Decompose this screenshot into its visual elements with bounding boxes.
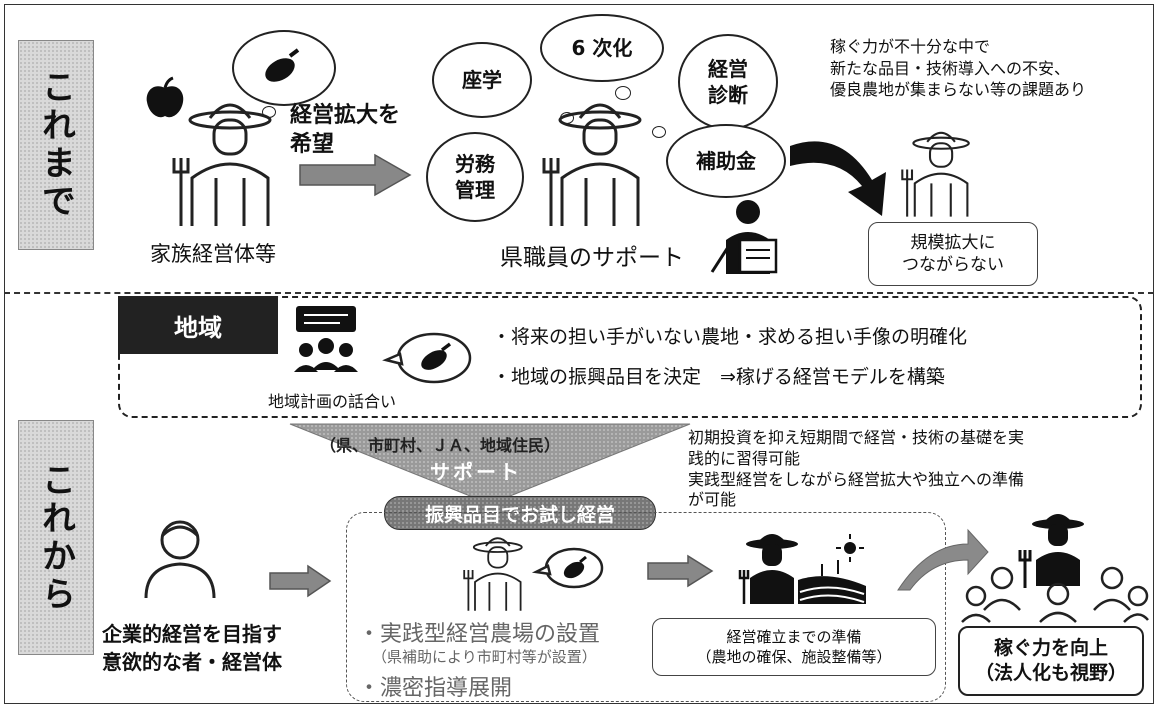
cloud-rokuji: 6 次化 — [540, 14, 664, 82]
section-label-before-text: これまで — [35, 69, 76, 221]
farmer-icon — [463, 537, 523, 611]
cloud-zagaku: 座学 — [432, 42, 532, 118]
staff-teacher-icon — [710, 200, 778, 274]
goal-box: 稼ぐ力を向上 （法人化も視野） — [958, 626, 1144, 696]
enterprise-label: 企業的経営を目指す 意欲的な者・経営体 — [102, 622, 282, 674]
region-tag-text: 地域 — [174, 313, 222, 342]
support-parties: （県、市町村、ＪＡ、地域住民） — [320, 436, 561, 455]
region-bullet-2: ・地域の振興品目を決定 ⇒稼げる経営モデルを構築 — [492, 366, 945, 388]
meeting-icon — [294, 306, 358, 372]
curved-arrow-icon — [790, 141, 886, 216]
prep-box: 経営確立までの準備 （農地の確保、施設整備等） — [652, 618, 936, 676]
practice-area-box — [346, 512, 946, 702]
meeting-label: 地域計画の話合い — [268, 392, 397, 411]
benefits-text: 初期投資を抑え短期間で経営・技術の基礎を実 践的に習得可能 実践型経営をしながら… — [688, 428, 1025, 510]
section-divider — [4, 292, 1154, 294]
bubble-dot — [652, 126, 666, 138]
guidance-text: ・濃密指導展開 — [358, 676, 513, 701]
right-arrow-icon — [299, 153, 412, 197]
farmer-icon — [542, 103, 642, 226]
outer-frame — [4, 4, 1154, 704]
section-label-before: これまで — [18, 40, 94, 250]
farm-setup-text: ・実践型経営農場の設置 — [358, 622, 601, 647]
cloud-keiei: 経営 診断 — [678, 34, 778, 130]
curved-arrow-gray-icon — [897, 528, 989, 591]
right-arrow-icon — [269, 564, 332, 598]
region-tag: 地域 — [118, 296, 278, 354]
person-outline-icon — [144, 520, 216, 599]
speech-bubble-eggplant-icon — [531, 547, 604, 589]
farmer-icon — [901, 131, 970, 217]
speech-bubble-eggplant-icon — [382, 332, 472, 384]
group-farmer-icon — [961, 514, 1149, 623]
family-label: 家族経営体等 — [150, 242, 276, 266]
section-label-after: これから — [18, 420, 94, 655]
eggplant-icon — [265, 48, 300, 82]
farmer-icon — [172, 103, 272, 226]
trial-management-pill: 振興品目でお試し経営 — [384, 496, 656, 530]
cloud-hojo: 補助金 — [666, 124, 786, 198]
support-word: サポート — [430, 460, 522, 484]
section-label-after-text: これから — [35, 461, 76, 614]
cloud-romu: 労務 管理 — [426, 132, 524, 222]
issues-text: 稼ぐ力が不十分な中で 新たな品目・技術導入への不安、 優良農地が集まらない等の課… — [830, 37, 1087, 100]
expansion-wish-label: 経営拡大を 希望 — [290, 103, 401, 157]
bubble-dot — [615, 86, 631, 100]
right-arrow-icon — [647, 554, 714, 588]
farm-setup-note: （県補助により市町村等が設置） — [372, 648, 597, 666]
region-bullet-1: ・将来の担い手がいない農地・求める担い手像の明確化 — [492, 326, 968, 348]
support-triangle — [289, 423, 691, 505]
farmer-field-icon — [738, 534, 866, 604]
staff-support-label: 県職員のサポート — [500, 245, 684, 271]
region-dashed-box — [118, 296, 1142, 418]
no-expansion-box: 規模拡大に つながらない — [868, 222, 1038, 286]
apple-icon — [146, 76, 184, 118]
